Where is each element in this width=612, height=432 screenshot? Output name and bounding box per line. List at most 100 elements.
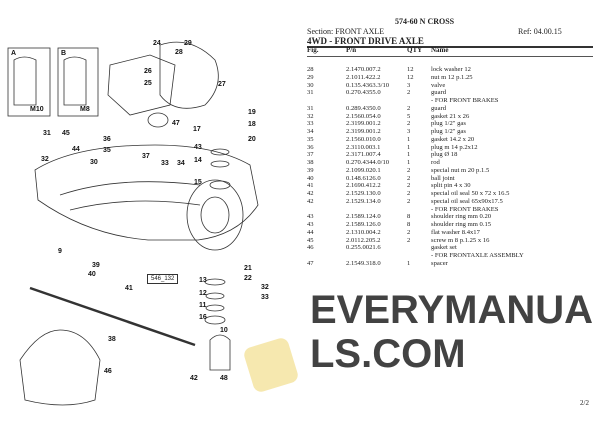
- cell-qty: 2: [407, 120, 411, 128]
- cell-pn: 0.289.4350.0: [346, 104, 381, 112]
- cell-name: plug 1/2" gas: [431, 128, 466, 135]
- cell-qty: 8: [407, 221, 411, 228]
- callout: 44: [72, 146, 80, 153]
- cell-fig: 43: [307, 213, 314, 221]
- cell-pn: 2.1560.010.0: [346, 135, 381, 143]
- cell-qty: 2: [407, 228, 411, 236]
- callout: 25: [144, 80, 152, 87]
- cell-qty: 1: [407, 159, 411, 166]
- divider: [307, 46, 593, 48]
- callout: 16: [199, 314, 207, 321]
- page-number: 2/2: [580, 399, 589, 407]
- cell-qty: 3: [407, 128, 411, 135]
- cell-pn: 2.1099.020.1: [346, 166, 381, 174]
- cell-fig: 42: [307, 190, 314, 197]
- callout: 12: [199, 290, 207, 297]
- cell-name: spacer: [431, 259, 448, 267]
- callout: 20: [248, 136, 256, 143]
- callout: 30: [90, 159, 98, 166]
- column-pn: P/n: [346, 46, 357, 54]
- cell-qty: 2: [407, 197, 411, 205]
- callout: 31: [43, 130, 51, 137]
- callout: 17: [193, 126, 201, 133]
- callout: 18: [248, 121, 256, 128]
- cell-pn: 2.1529.134.0: [346, 197, 381, 205]
- callout: 24: [153, 40, 161, 47]
- page-heading: 4WD - FRONT DRIVE AXLE: [307, 36, 424, 46]
- cell-fig: 44: [307, 228, 314, 236]
- callout: 9: [58, 248, 62, 255]
- cell-pn: 0.270.4344.0/10: [346, 159, 390, 166]
- callout: 35: [103, 147, 111, 154]
- cell-fig: 32: [307, 112, 314, 120]
- cell-name: split pin 4 x 30: [431, 182, 471, 190]
- cell-fig: 43: [307, 221, 314, 228]
- cell-qty: 2: [407, 89, 411, 97]
- cell-name: - FOR FRONT BRAKES: [431, 97, 499, 104]
- cell-fig: 39: [307, 166, 314, 174]
- column-name: Name: [431, 46, 449, 54]
- cell-pn: 2.3110.003.1: [346, 143, 381, 151]
- model-title: 574-60 N CROSS: [395, 17, 455, 26]
- cell-name: - FOR FRONT BRAKES: [431, 205, 499, 213]
- cell-qty: 2: [407, 182, 411, 190]
- callout: 41: [125, 285, 133, 292]
- inset-label-a: A: [11, 50, 17, 57]
- cell-pn: 2.0112.205.2: [346, 236, 381, 244]
- cell-name: ball joint: [431, 174, 455, 182]
- inset-box-a: [7, 47, 51, 117]
- inset-label-m10: M10: [30, 106, 44, 113]
- cell-pn: 2.1310.004.2: [346, 228, 381, 236]
- reference-label: Ref: 04.00.15: [518, 27, 562, 36]
- cell-pn: 0.148.6126.0: [346, 174, 381, 182]
- cell-name: valve: [431, 81, 446, 89]
- exploded-parts-diagram: A B M10 M8 24 29 28 26 25 27 47 19 18 17…: [0, 0, 300, 432]
- cell-pn: 2.3199.001.2: [346, 120, 381, 128]
- cell-qty: 1: [407, 143, 411, 151]
- cell-fig: 35: [307, 135, 314, 143]
- cell-fig: 29: [307, 73, 314, 81]
- cell-fig: 31: [307, 104, 314, 112]
- callout: 36: [103, 136, 111, 143]
- cell-name: special oil seal 50 x 72 x 16.5: [431, 190, 510, 197]
- cell-fig: 40: [307, 174, 314, 182]
- cell-fig: 38: [307, 159, 314, 166]
- cell-name: gasket 21 x 26: [431, 112, 470, 120]
- callout: 29: [184, 40, 192, 47]
- cell-fig: 46: [307, 244, 314, 252]
- watermark: EVERYMANUALS.COM: [310, 288, 593, 376]
- cell-pn: 0.255.0021.6: [346, 244, 381, 252]
- cell-fig: 34: [307, 128, 314, 135]
- cell-pn: 2.1589.124.0: [346, 213, 381, 221]
- callout: 32: [261, 284, 269, 291]
- cell-qty: 3: [407, 81, 411, 89]
- cell-name: screw m 8 p.1.25 x 16: [431, 236, 490, 244]
- callout: 33: [161, 160, 169, 167]
- cell-fig: 33: [307, 120, 314, 128]
- cell-pn: 2.1470.007.2: [346, 66, 381, 73]
- cell-name: flat washer 8.4x17: [431, 228, 480, 236]
- cell-name: shoulder ring mm 0.20: [431, 213, 492, 221]
- cell-fig: 30: [307, 81, 314, 89]
- callout: 46: [104, 368, 112, 375]
- callout: 32: [41, 156, 49, 163]
- cell-fig: 28: [307, 66, 314, 73]
- divider: [307, 56, 593, 57]
- cell-qty: 2: [407, 104, 411, 112]
- cell-fig: 42: [307, 197, 314, 205]
- inset-label-b: B: [61, 50, 67, 57]
- cell-name: plug Ø 18: [431, 151, 458, 159]
- callout: 15: [194, 179, 202, 186]
- cell-fig: 45: [307, 236, 314, 244]
- inset-box-b: [57, 47, 99, 117]
- cell-qty: 12: [407, 66, 414, 73]
- cell-name: special oil seal 65x90x17.5: [431, 197, 503, 205]
- cell-qty: 2: [407, 190, 411, 197]
- cell-qty: 1: [407, 259, 411, 267]
- cell-name: gasket set: [431, 244, 457, 252]
- callout: 48: [220, 375, 228, 382]
- callout: 39: [92, 262, 100, 269]
- cell-name: guard: [431, 104, 447, 112]
- diagram-code: 546_132: [147, 274, 179, 284]
- cell-qty: 8: [407, 213, 411, 221]
